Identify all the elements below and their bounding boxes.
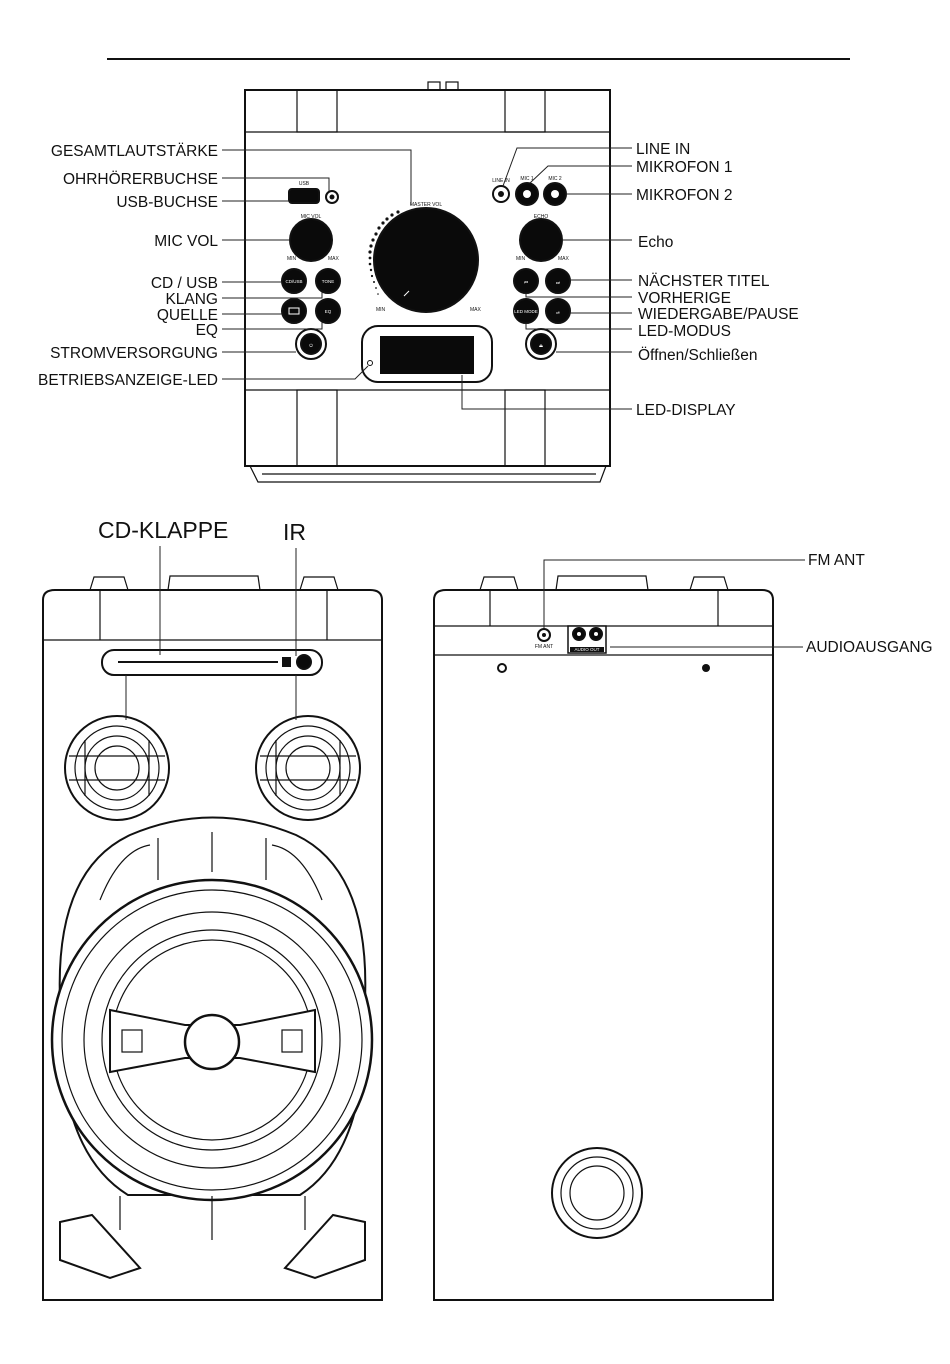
callout-ir: IR — [283, 519, 306, 545]
speaker-front-view — [42, 575, 383, 1301]
svg-text:⏯: ⏯ — [556, 310, 560, 315]
callout-eq: EQ — [196, 322, 218, 339]
usb-jack: USB — [288, 181, 320, 204]
callout-master-volume: GESAMTLAUTSTÄRKE — [51, 143, 218, 160]
svg-text:⏭: ⏭ — [556, 280, 560, 285]
play-pause-button[interactable]: ⏯ — [545, 298, 571, 324]
callout-mic-vol: MIC VOL — [154, 233, 218, 250]
led-mode-button[interactable]: LED MODE — [513, 298, 539, 324]
power-led — [367, 360, 373, 366]
svg-text:MAX: MAX — [328, 256, 340, 262]
svg-text:FM ANT: FM ANT — [535, 644, 553, 650]
source-button[interactable] — [281, 298, 307, 324]
bass-port — [551, 1147, 643, 1239]
svg-text:MASTER VOL: MASTER VOL — [410, 202, 442, 208]
mic2-jack: MIC 2 — [543, 176, 567, 206]
svg-text:⏻: ⏻ — [309, 343, 313, 348]
callout-prev: VORHERIGE — [638, 290, 731, 307]
tone-button[interactable]: TONE — [315, 268, 341, 294]
callout-echo: Echo — [638, 234, 673, 251]
mic1-jack: MIC 1 — [515, 176, 539, 206]
callout-cd-door: CD-KLAPPE — [98, 517, 228, 543]
svg-text:MIN: MIN — [376, 307, 386, 313]
line-in-jack: LINE IN — [492, 178, 510, 203]
callout-labels-right: LINE IN MIKROFON 1 MIKROFON 2 Echo NÄCHS… — [636, 141, 799, 419]
svg-text:LED MODE: LED MODE — [514, 309, 538, 314]
callout-audio-out: AUDIOAUSGANG — [806, 639, 933, 656]
headphone-jack-icon — [325, 190, 339, 204]
svg-text:MIC 2: MIC 2 — [548, 176, 562, 182]
master-volume-knob[interactable] — [373, 207, 479, 313]
callout-fm-ant: FM ANT — [808, 552, 865, 569]
callout-lines-front — [222, 147, 632, 410]
eq-button[interactable]: EQ — [315, 298, 341, 324]
svg-text:⏮: ⏮ — [524, 280, 528, 285]
fm-antenna-jack: FM ANT — [535, 628, 553, 650]
callout-led-mode: LED-MODUS — [638, 323, 731, 340]
svg-text:TONE: TONE — [322, 279, 334, 284]
eject-button[interactable]: ⏏ — [525, 328, 557, 360]
svg-text:MAX: MAX — [558, 256, 570, 262]
callout-mic2: MIKROFON 2 — [636, 187, 732, 204]
svg-text:EQ: EQ — [325, 309, 332, 314]
callout-power-led: BETRIEBSANZEIGE-LED — [38, 372, 218, 389]
callout-play-pause: WIEDERGABE/PAUSE — [638, 306, 799, 323]
callout-mic1: MIKROFON 1 — [636, 159, 732, 176]
led-display — [361, 325, 493, 383]
audio-out-jacks: AUDIO OUT — [567, 625, 607, 654]
svg-text:MIC VOL: MIC VOL — [301, 214, 322, 220]
callout-cd-usb: CD / USB — [151, 275, 218, 292]
cd-usb-button[interactable]: CD/USB — [281, 268, 307, 294]
svg-text:AUDIO OUT: AUDIO OUT — [574, 647, 599, 652]
cd-door[interactable] — [101, 649, 323, 676]
callout-led-display: LED-DISPLAY — [636, 402, 736, 419]
mic-vol-knob[interactable] — [289, 218, 333, 262]
svg-text:⏏: ⏏ — [539, 343, 544, 348]
right-tweeter — [255, 715, 361, 821]
callout-open-close: Öffnen/Schließen — [638, 346, 757, 364]
svg-text:MIN: MIN — [287, 256, 297, 262]
callout-usb-jack: USB-BUCHSE — [116, 194, 218, 211]
svg-text:ECHO: ECHO — [534, 214, 549, 220]
callout-source: QUELLE — [157, 307, 218, 324]
previous-button[interactable]: ⏮ — [513, 268, 539, 294]
callout-tone: KLANG — [165, 291, 218, 308]
svg-text:MIC 1: MIC 1 — [520, 176, 534, 182]
callout-headphone-jack: OHRHÖRERBUCHSE — [63, 170, 218, 188]
callout-line-in: LINE IN — [636, 141, 690, 158]
callout-next: NÄCHSTER TITEL — [638, 273, 770, 290]
left-tweeter — [64, 715, 170, 821]
svg-text:LINE IN: LINE IN — [492, 178, 510, 184]
ir-sensor — [282, 657, 291, 667]
power-button[interactable]: ⏻ — [295, 328, 327, 360]
svg-text:USB: USB — [299, 181, 310, 187]
front-panel-device: USB MIC VOL MIN MAX CD/USB TONE EQ — [244, 81, 611, 483]
echo-knob[interactable] — [519, 218, 563, 262]
svg-text:CD/USB: CD/USB — [285, 279, 302, 284]
svg-text:MAX: MAX — [470, 307, 482, 313]
callout-power: STROMVERSORGUNG — [50, 345, 218, 362]
next-button[interactable]: ⏭ — [545, 268, 571, 294]
svg-text:MIN: MIN — [516, 256, 526, 262]
volume-level-dots — [368, 210, 400, 295]
callout-labels-left: GESAMTLAUTSTÄRKE OHRHÖRERBUCHSE USB-BUCH… — [38, 143, 218, 389]
speaker-rear-view: FM ANT AUDIO OUT — [433, 575, 774, 1301]
